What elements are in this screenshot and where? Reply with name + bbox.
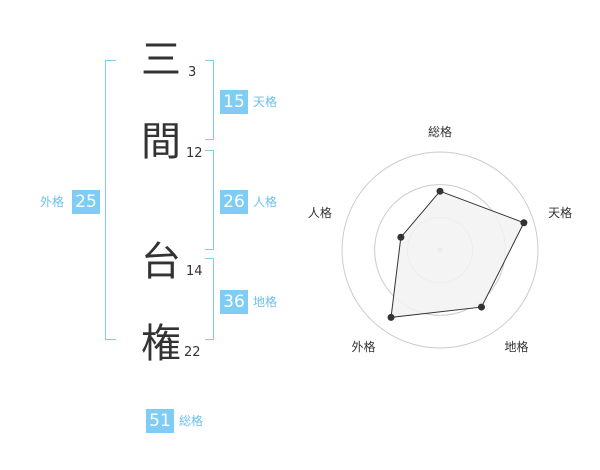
gaikaku-value: 25 (72, 190, 100, 214)
name-char-4: 権 (141, 321, 181, 367)
radar-axis-label-1: 天格 (548, 205, 572, 220)
jinkaku-bracket (205, 150, 214, 250)
soukaku-value: 51 (146, 409, 174, 433)
gaikaku-label: 外格 (40, 195, 65, 209)
radar-point-2 (477, 303, 485, 311)
soukaku-label: 総格 (179, 414, 204, 428)
radar-axis-label-0: 総格 (428, 124, 452, 139)
name-char-1: 三 (141, 37, 181, 83)
tenkaku-label: 天格 (253, 95, 278, 109)
chikaku-bracket (205, 258, 214, 340)
tenkaku-bracket (205, 60, 214, 140)
tenkaku-value: 15 (220, 90, 248, 114)
name-char-2: 間 (141, 119, 181, 165)
chikaku-label: 地格 (253, 295, 278, 309)
radar-point-0 (436, 187, 444, 195)
stroke-count-4: 22 (184, 345, 201, 360)
stroke-count-2: 12 (186, 146, 203, 161)
chikaku-value: 36 (220, 290, 248, 314)
stroke-count-3: 14 (186, 264, 203, 279)
radar-point-3 (387, 313, 395, 321)
stroke-count-1: 3 (188, 65, 197, 80)
radar-point-1 (520, 219, 528, 227)
radar-series-polygon (390, 190, 525, 318)
radar-point-4 (397, 233, 405, 241)
jinkaku-label: 人格 (253, 195, 278, 209)
jinkaku-value: 26 (220, 190, 248, 214)
radar-axis-label-4: 人格 (308, 205, 332, 220)
radar-ring-3 (341, 151, 539, 349)
name-char-3: 台 (141, 239, 181, 285)
radar-axis-label-2: 地格 (505, 339, 529, 354)
radar-axis-label-3: 外格 (351, 339, 375, 354)
gaikaku-bracket (105, 60, 116, 340)
